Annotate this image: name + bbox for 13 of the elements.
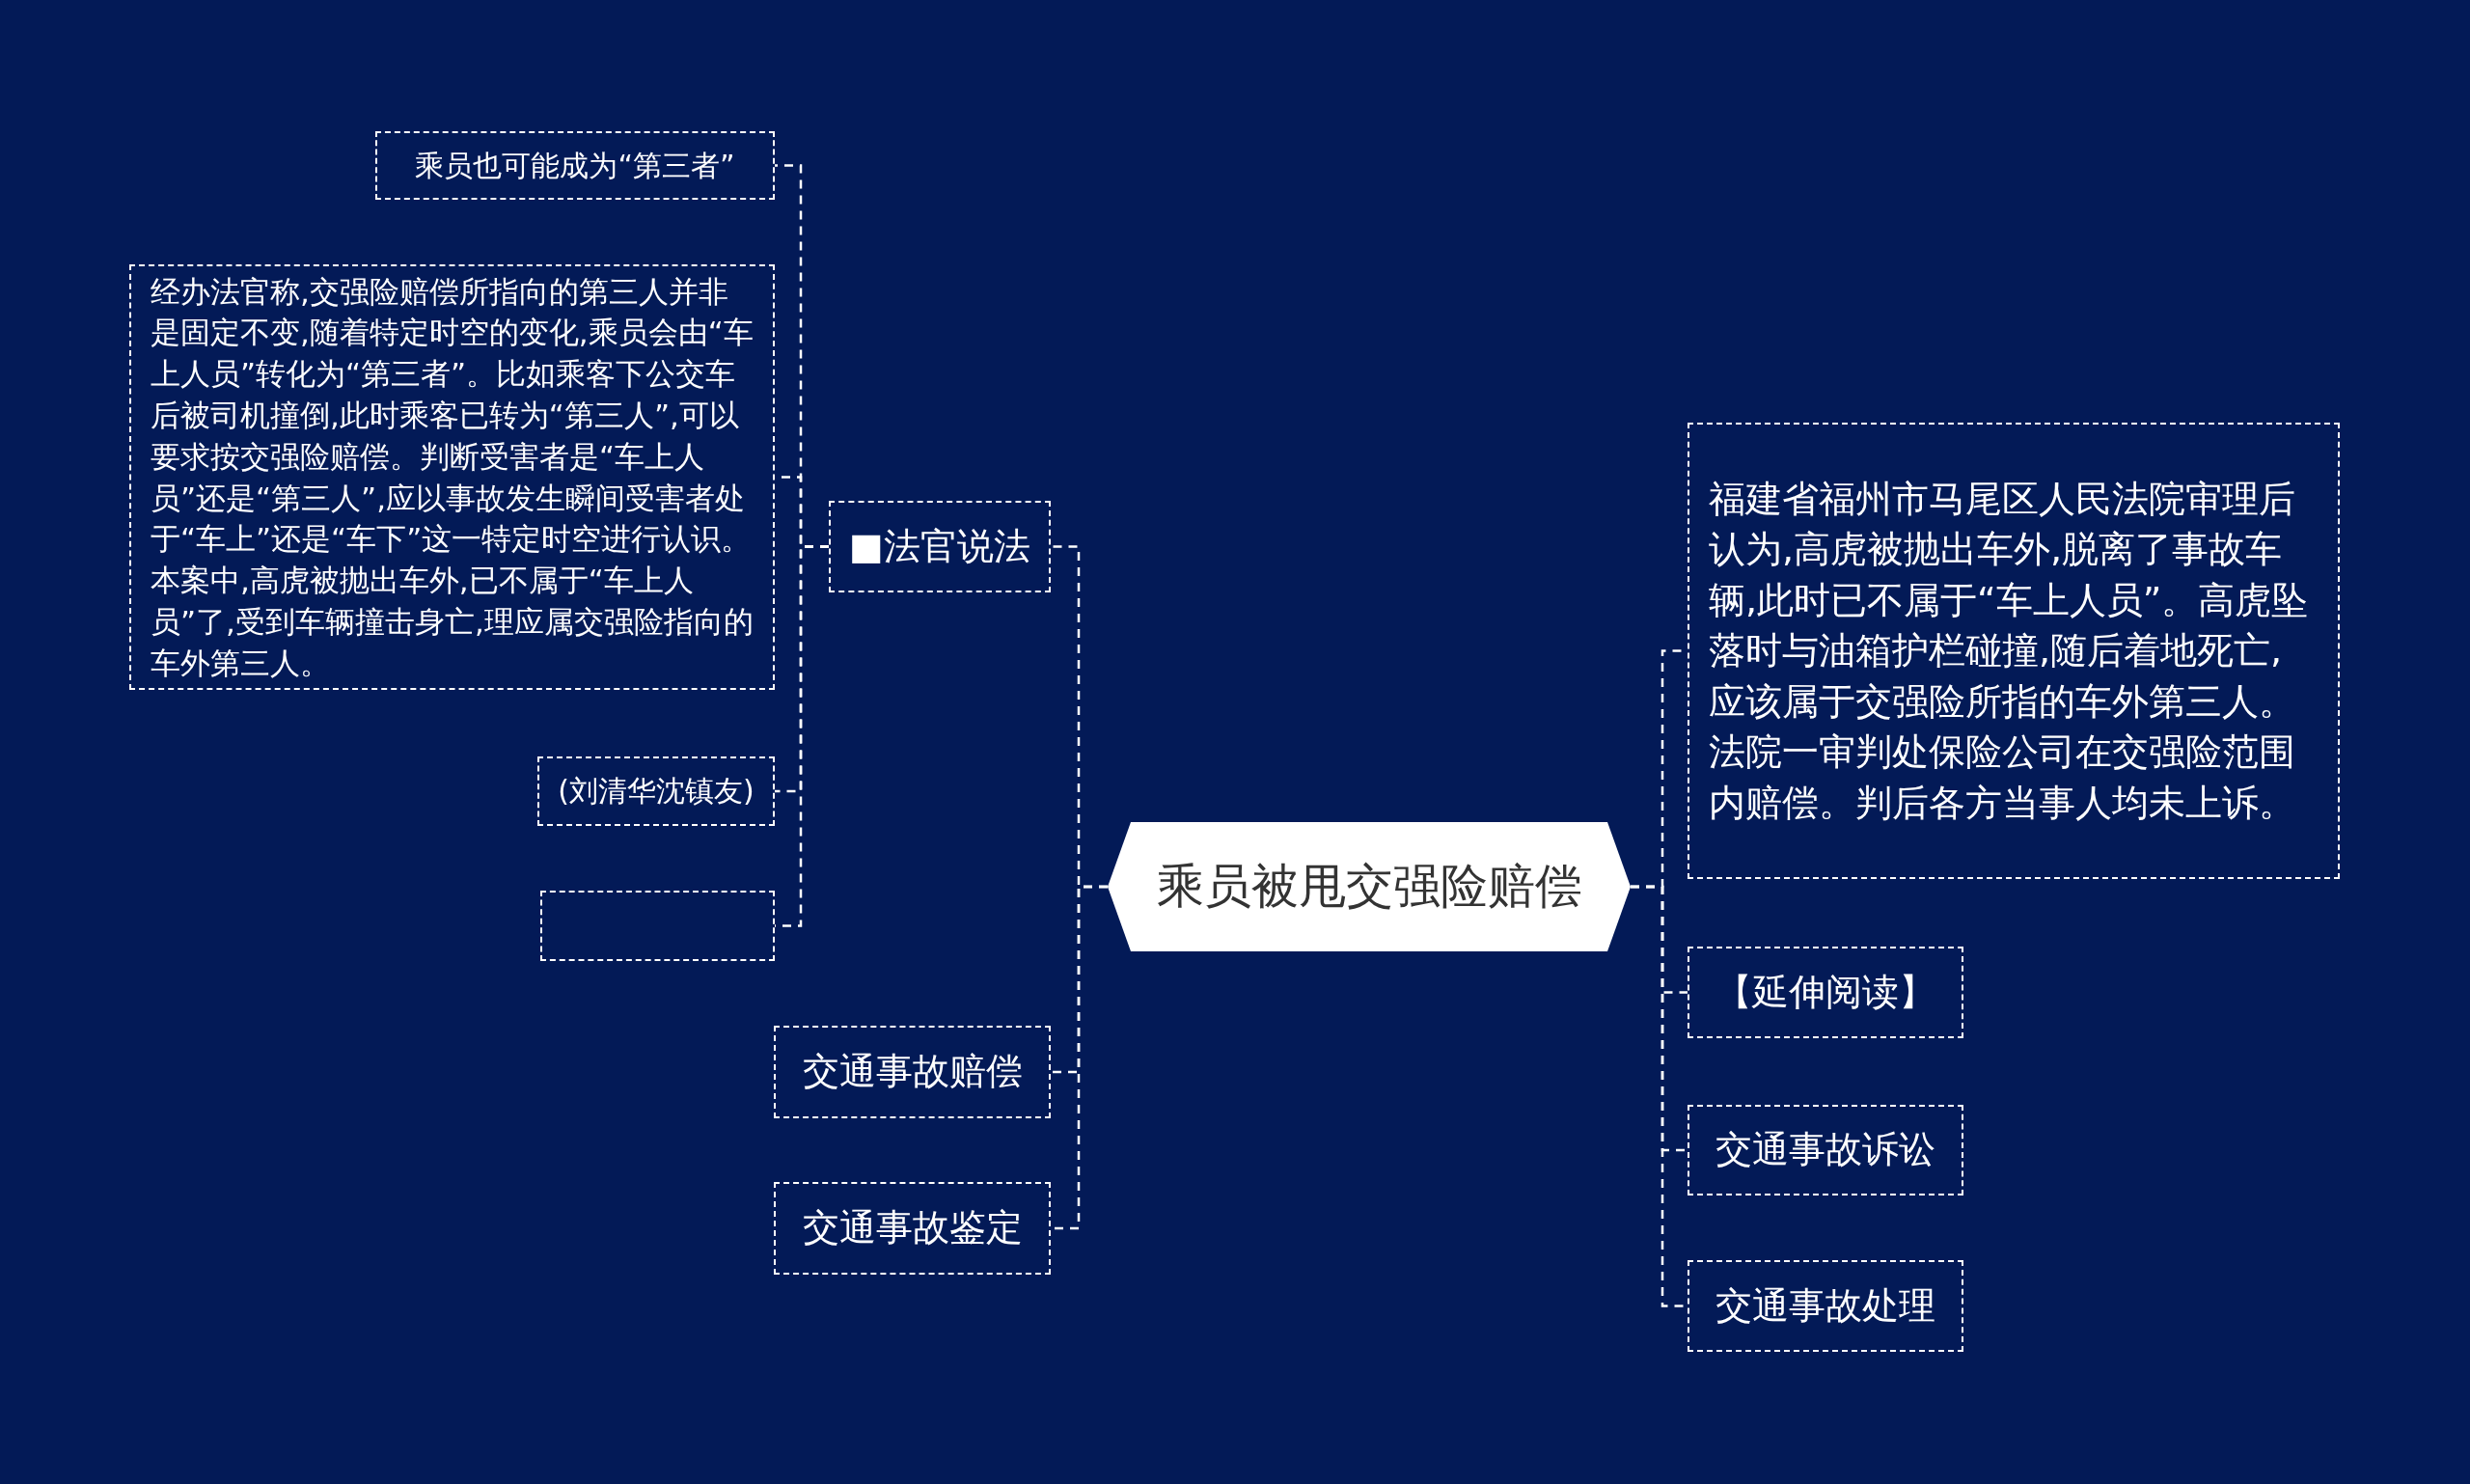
node-text: (刘清华沈镇友) bbox=[558, 774, 755, 809]
node-text: 经办法官称,交强险赔偿所指向的第三人并非是固定不变,随着特定时空的变化,乘员会由“车上人员”转化为“第三者”。比如乘客下公交车后被司机撞倒,此时乘客已转为“第三人”,可以要求按交强险赔偿。判断受害者是“车上人员”还是“第三人”,应以事故发生瞬间受害者处于“车上”还是“车下”这一特定时空进行认识。本案中,高虎被抛出车外,已不属于“车上人员”了,受到车辆撞击身亡,理应属交强险指向的车外第三人。 bbox=[151, 272, 754, 682]
node-text: 交通事故鉴定 bbox=[802, 1206, 1023, 1250]
node-text: ■法官说法 bbox=[849, 524, 1030, 569]
node-text: 【延伸阅读】 bbox=[1715, 970, 1935, 1015]
topic-title: 乘员被甩交强险赔偿 bbox=[1156, 858, 1582, 916]
node-text: 乘员也可能成为“第三者” bbox=[415, 148, 735, 183]
node-text: 交通事故诉讼 bbox=[1715, 1128, 1935, 1172]
node-text: 交通事故处理 bbox=[1715, 1283, 1935, 1329]
node-text: 交通事故赔偿 bbox=[802, 1050, 1023, 1094]
connector-line bbox=[775, 545, 829, 927]
node-text: 福建省福州市马尾区人民法院审理后认为,高虎被抛出车外,脱离了事故车辆,此时已不属于“车上人员”。高虎坠落时与油箱护栏碰撞,随后着地死亡,应该属于交强险所指的车外第三人。法院一审判处保险公司在交强险范围内赔偿。判后各方当事人均未上诉。 bbox=[1709, 476, 2310, 826]
empty-box bbox=[540, 891, 775, 961]
